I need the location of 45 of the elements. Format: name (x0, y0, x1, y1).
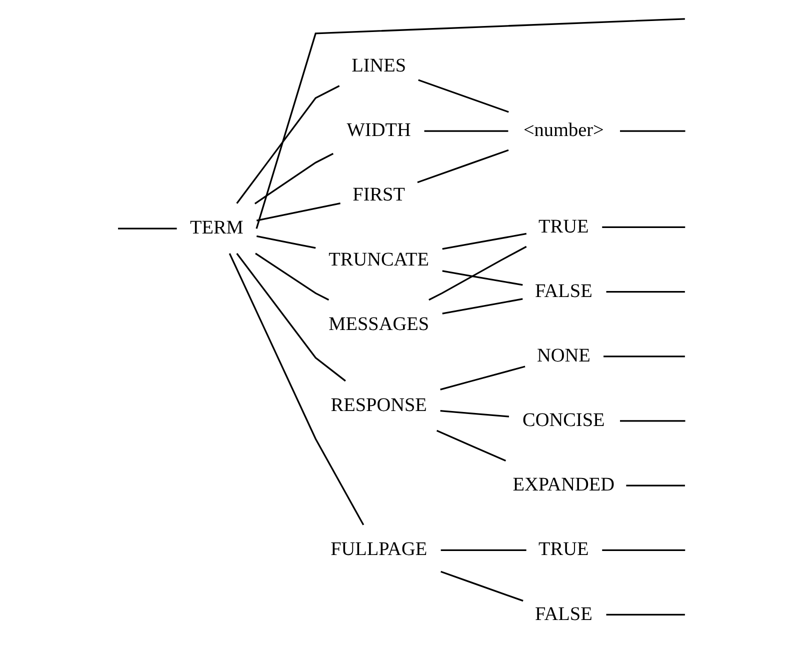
connector (428, 246, 527, 301)
connector (418, 79, 509, 113)
node-text: NONE (536, 345, 590, 366)
connector (417, 149, 509, 184)
node-text: EXPANDED (512, 474, 615, 496)
connector (228, 253, 364, 526)
connector (256, 202, 340, 222)
connector (606, 290, 685, 293)
connector (602, 549, 686, 551)
node-text: FALSE (535, 280, 592, 302)
node-text: MESSAGES (328, 314, 430, 335)
connector (442, 270, 523, 286)
connector (620, 130, 686, 132)
node-text: LINES (352, 56, 406, 77)
connector (442, 298, 523, 314)
connector (602, 226, 686, 228)
node-text: RESPONSE (330, 394, 427, 416)
node-text: FALSE (535, 604, 592, 625)
connector (436, 430, 506, 462)
connector (626, 484, 685, 486)
connector (424, 130, 508, 132)
connector (440, 549, 526, 551)
connector (440, 410, 510, 418)
connector (255, 252, 330, 301)
connector (118, 228, 177, 230)
node-text: TRUNCATE (328, 249, 430, 270)
connector (236, 253, 346, 382)
connector (254, 152, 334, 204)
node-text: FIRST (352, 184, 405, 206)
connector (440, 366, 526, 390)
node-text: <number> (523, 120, 604, 142)
node-text: TERM (190, 218, 244, 239)
connector (236, 85, 340, 204)
node-text: WIDTH (346, 120, 411, 142)
node-text: TRUE (538, 539, 589, 560)
connector (606, 614, 685, 616)
connector (256, 18, 685, 229)
connector (442, 232, 527, 250)
connector (440, 570, 524, 602)
connector (620, 420, 686, 422)
connector (604, 356, 685, 358)
node-text: TRUE (538, 216, 589, 238)
node-text: CONCISE (522, 410, 605, 432)
node-text: FULLPAGE (330, 539, 428, 560)
connector (256, 235, 316, 249)
